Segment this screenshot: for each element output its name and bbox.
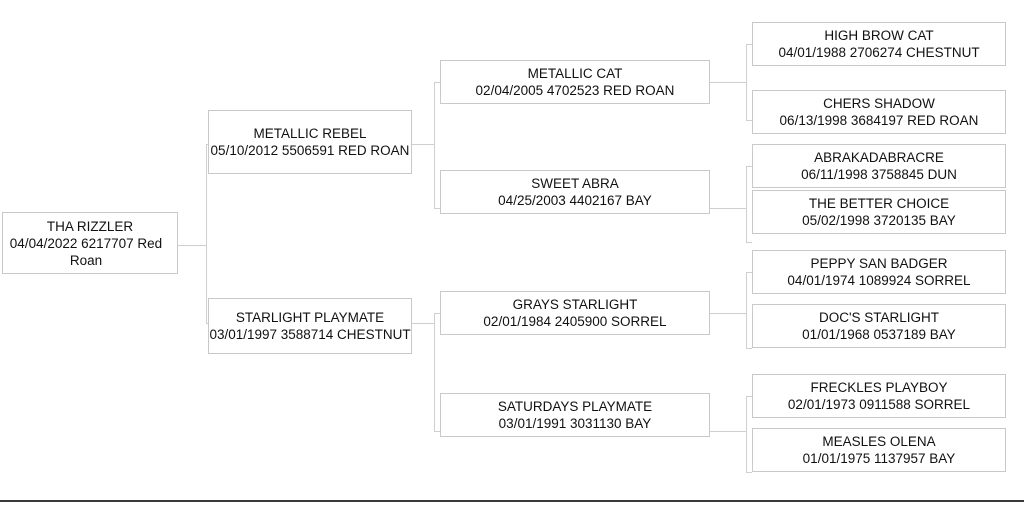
- connector-sd-stub: [710, 208, 746, 209]
- node-dam-sire-name: GRAYS STARLIGHT: [512, 297, 638, 312]
- node-dam-details: 03/01/1997 3588714 CHESTNUT: [209, 327, 411, 342]
- node-dd-dam[interactable]: MEASLES OLENA 01/01/1975 1137957 BAY: [752, 428, 1006, 472]
- connector-to-dam-sire: [434, 313, 442, 314]
- connector-ds-bracket: [746, 272, 747, 348]
- connector-ds-stub: [710, 313, 746, 314]
- connector-subject-stub: [178, 245, 206, 246]
- bottom-divider: [0, 500, 1024, 502]
- node-ds-dam-name: DOC'S STARLIGHT: [818, 310, 940, 325]
- connector-dam-stub: [412, 323, 434, 324]
- node-ss-dam-name: CHERS SHADOW: [823, 96, 935, 111]
- node-subject-name: THA RIZZLER: [46, 218, 134, 234]
- node-ds-dam-details: 01/01/1968 0537189 BAY: [802, 327, 956, 342]
- connector-dd-stub: [710, 431, 746, 432]
- node-dd-sire-details: 02/01/1973 0911588 SORREL: [787, 397, 971, 412]
- node-sire-details: 05/10/2012 5506591 RED ROAN: [210, 143, 410, 158]
- node-sire-dam[interactable]: SWEET ABRA 04/25/2003 4402167 BAY: [440, 170, 710, 214]
- connector-to-ss-dam: [746, 120, 752, 121]
- connector-subject-bracket: [206, 144, 207, 323]
- node-ss-dam[interactable]: CHERS SHADOW 06/13/1998 3684197 RED ROAN: [752, 90, 1006, 134]
- node-ss-sire-details: 04/01/1988 2706274 CHESTNUT: [778, 45, 980, 60]
- connector-ss-stub: [710, 82, 746, 83]
- connector-to-sd-sire: [746, 166, 752, 167]
- node-sd-dam-name: THE BETTER CHOICE: [808, 196, 950, 211]
- node-ds-dam[interactable]: DOC'S STARLIGHT 01/01/1968 0537189 BAY: [752, 304, 1006, 348]
- node-dam[interactable]: STARLIGHT PLAYMATE 03/01/1997 3588714 CH…: [208, 298, 412, 354]
- connector-to-dam-dam: [434, 431, 442, 432]
- node-dam-sire-details: 02/01/1984 2405900 SORREL: [483, 314, 667, 329]
- node-dam-sire[interactable]: GRAYS STARLIGHT 02/01/1984 2405900 SORRE…: [440, 291, 710, 335]
- node-ds-sire-name: PEPPY SAN BADGER: [810, 256, 948, 271]
- node-sire-dam-details: 04/25/2003 4402167 BAY: [498, 193, 652, 208]
- node-sire[interactable]: METALLIC REBEL 05/10/2012 5506591 RED RO…: [208, 110, 412, 174]
- node-sire-dam-name: SWEET ABRA: [531, 176, 619, 191]
- connector-to-ds-dam: [746, 348, 752, 349]
- node-sire-name: METALLIC REBEL: [253, 126, 367, 141]
- node-dd-dam-details: 01/01/1975 1137957 BAY: [802, 451, 956, 466]
- node-sire-sire[interactable]: METALLIC CAT 02/04/2005 4702523 RED ROAN: [440, 60, 710, 104]
- node-dam-name: STARLIGHT PLAYMATE: [235, 310, 385, 325]
- node-sd-dam-details: 05/02/1998 3720135 BAY: [802, 213, 956, 228]
- connector-sd-bracket: [746, 166, 747, 242]
- node-sd-dam[interactable]: THE BETTER CHOICE 05/02/1998 3720135 BAY: [752, 190, 1006, 234]
- node-dd-sire-name: FRECKLES PLAYBOY: [810, 380, 948, 395]
- connector-to-dd-dam: [746, 472, 752, 473]
- node-subject-details: 04/04/2022 6217707 Red Roan: [9, 235, 163, 268]
- node-sire-sire-details: 02/04/2005 4702523 RED ROAN: [475, 83, 675, 98]
- connector-to-sire-dam: [434, 208, 442, 209]
- node-dam-dam-name: SATURDAYS PLAYMATE: [497, 399, 653, 414]
- connector-to-dd-sire: [746, 396, 752, 397]
- connector-sire-bracket: [434, 82, 435, 208]
- connector-to-ds-sire: [746, 272, 752, 273]
- node-dd-sire[interactable]: FRECKLES PLAYBOY 02/01/1973 0911588 SORR…: [752, 374, 1006, 418]
- connector-to-sire-sire: [434, 82, 442, 83]
- node-ss-dam-details: 06/13/1998 3684197 RED ROAN: [779, 113, 979, 128]
- node-sire-sire-name: METALLIC CAT: [527, 66, 623, 81]
- node-dd-dam-name: MEASLES OLENA: [822, 434, 936, 449]
- node-dam-dam-details: 03/01/1991 3031130 BAY: [498, 416, 652, 431]
- connector-dd-bracket: [746, 396, 747, 472]
- connector-ss-bracket: [746, 44, 747, 120]
- node-subject[interactable]: THA RIZZLER 04/04/2022 6217707 Red Roan: [2, 212, 178, 274]
- connector-sire-stub: [412, 144, 434, 145]
- node-sd-sire[interactable]: ABRAKADABRACRE 06/11/1998 3758845 DUN: [752, 144, 1006, 188]
- node-dam-dam[interactable]: SATURDAYS PLAYMATE 03/01/1991 3031130 BA…: [440, 393, 710, 437]
- node-ss-sire[interactable]: HIGH BROW CAT 04/01/1988 2706274 CHESTNU…: [752, 22, 1006, 66]
- node-sd-sire-name: ABRAKADABRACRE: [814, 150, 944, 165]
- connector-to-ss-sire: [746, 44, 752, 45]
- connector-to-sd-dam: [746, 242, 752, 243]
- connector-dam-bracket: [434, 313, 435, 431]
- node-ds-sire[interactable]: PEPPY SAN BADGER 04/01/1974 1089924 SORR…: [752, 250, 1006, 294]
- node-ss-sire-name: HIGH BROW CAT: [824, 28, 934, 43]
- node-sd-sire-details: 06/11/1998 3758845 DUN: [801, 167, 957, 182]
- node-ds-sire-details: 04/01/1974 1089924 SORREL: [787, 273, 971, 288]
